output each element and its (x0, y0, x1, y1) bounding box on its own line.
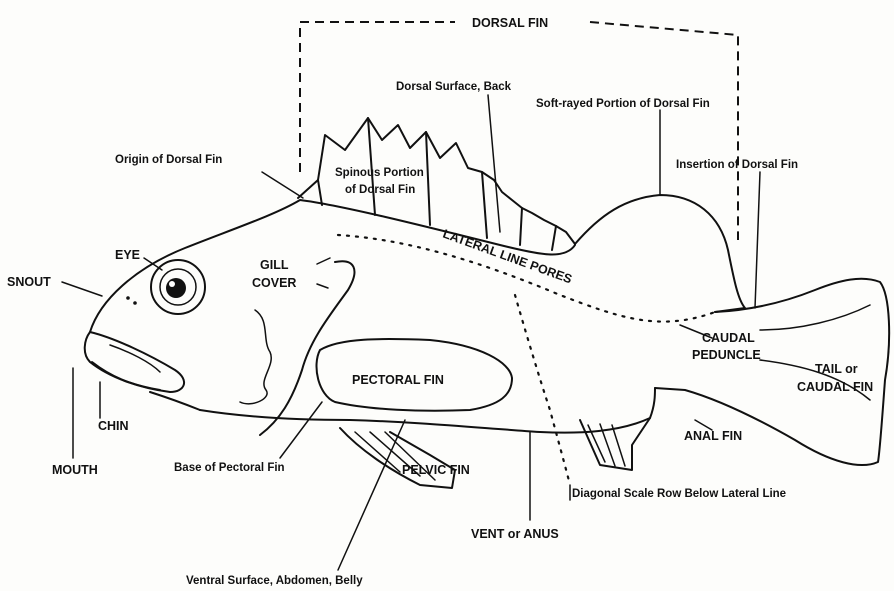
label-tail-1: TAIL or (815, 362, 858, 376)
label-gill-1: GILL (260, 258, 289, 272)
label-diagonal-scale: Diagonal Scale Row Below Lateral Line (572, 488, 786, 500)
label-mouth: MOUTH (52, 463, 98, 477)
label-insertion: Insertion of Dorsal Fin (676, 159, 798, 171)
label-soft-rayed: Soft-rayed Portion of Dorsal Fin (536, 98, 710, 110)
label-caudal-2: PEDUNCLE (692, 348, 761, 362)
spinous-dorsal-fin (298, 118, 575, 244)
label-pectoral-fin: PECTORAL FIN (352, 373, 444, 387)
diagonal-scale-row (515, 295, 570, 485)
label-spinous-2: of Dorsal Fin (345, 184, 415, 196)
soft-rayed-dorsal-fin (575, 195, 745, 312)
label-snout: SNOUT (7, 275, 51, 289)
label-gill-2: COVER (252, 276, 296, 290)
label-tail-2: CAUDAL FIN (797, 380, 873, 394)
label-caudal-1: CAUDAL (702, 331, 755, 345)
label-chin: CHIN (98, 419, 129, 433)
lateral-line-pores (338, 235, 715, 322)
label-anal-fin: ANAL FIN (684, 429, 742, 443)
label-origin: Origin of Dorsal Fin (115, 154, 222, 166)
label-spinous-1: Spinous Portion (335, 167, 424, 179)
label-dorsal-fin: DORSAL FIN (472, 16, 548, 30)
label-pelvic-fin: PELVIC FIN (402, 463, 470, 477)
anal-fin (580, 418, 650, 470)
dorsal-fin-bracket (300, 22, 738, 240)
label-base-pectoral: Base of Pectoral Fin (174, 462, 285, 474)
label-ventral-surface: Ventral Surface, Abdomen, Belly (186, 575, 363, 587)
label-dorsal-surface: Dorsal Surface, Back (396, 81, 512, 93)
label-vent: VENT or ANUS (471, 527, 559, 541)
label-eye: EYE (115, 248, 140, 262)
